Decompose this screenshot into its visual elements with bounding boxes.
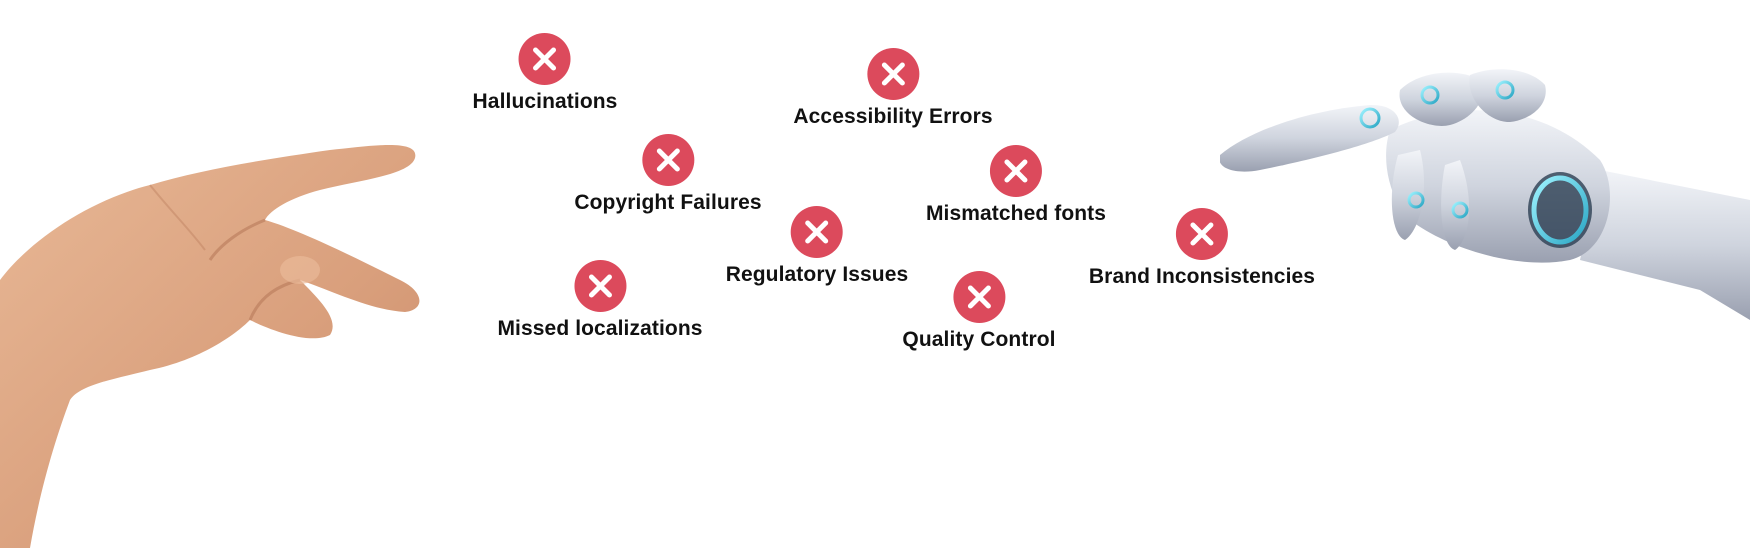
issue-label: Regulatory Issues [725,263,909,286]
issue-label: Missed localizations [497,317,703,340]
x-circle-icon [990,145,1042,197]
issue-label: Accessibility Errors [793,105,993,128]
issue-copyright-failures: Copyright Failures [574,134,762,215]
issue-label: Mismatched fonts [925,202,1107,225]
issue-hallucinations: Hallucinations [473,33,618,114]
x-circle-icon [790,206,843,258]
issue-label: Copyright Failures [574,191,762,214]
x-circle-icon [1175,208,1228,260]
x-circle-icon [574,260,626,312]
x-circle-icon [519,33,571,85]
issue-regulatory-issues: Regulatory Issues [726,206,909,287]
x-circle-icon [866,48,919,100]
robot-hand-image [1220,69,1750,320]
issue-missed-localizations: Missed localizations [497,260,702,341]
issue-label: Quality Control [902,328,1056,351]
issue-brand-inconsistencies: Brand Inconsistencies [1089,208,1315,289]
x-circle-icon [952,271,1005,323]
human-hand-image [0,145,420,548]
issue-mismatched-fonts: Mismatched fonts [926,145,1106,226]
issue-label: Brand Inconsistencies [1088,265,1316,288]
issue-accessibility-errors: Accessibility Errors [793,48,993,129]
issue-quality-control: Quality Control [902,271,1055,352]
x-circle-icon [641,134,694,186]
issue-label: Hallucinations [472,90,618,113]
